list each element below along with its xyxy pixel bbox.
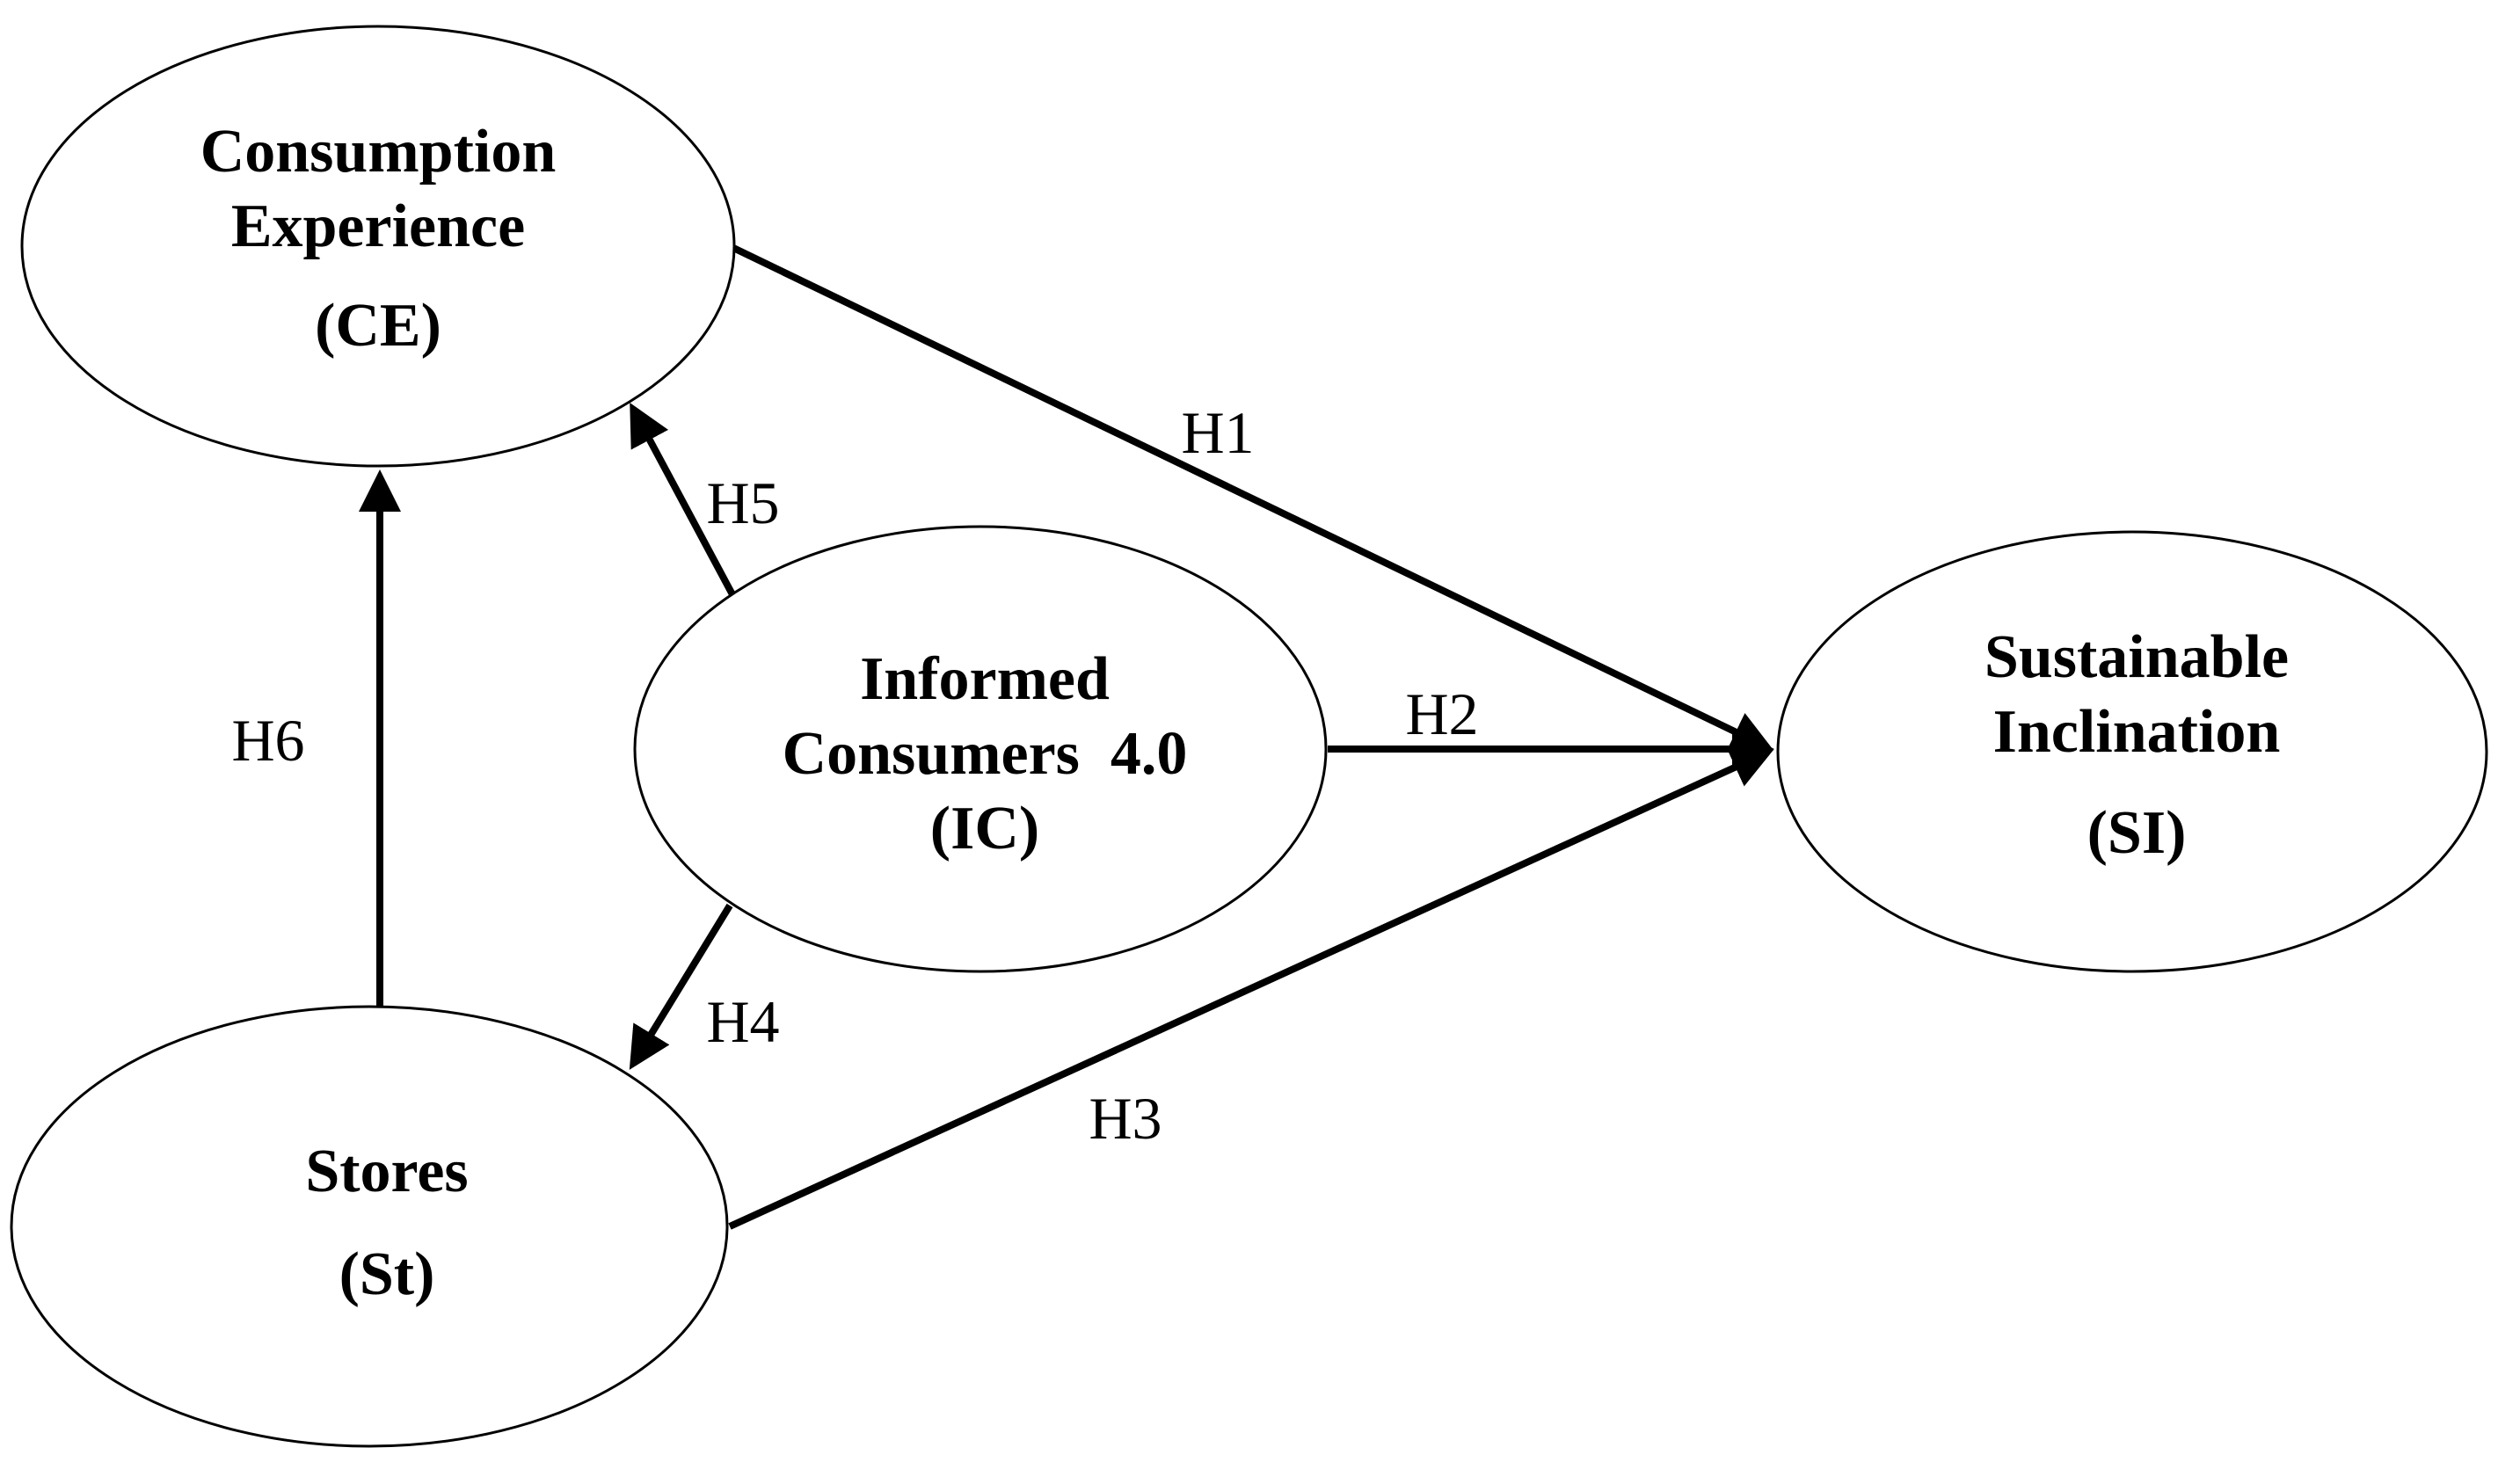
edge-label-h6: H6	[231, 707, 304, 774]
node-label-st-line1: Stores	[305, 1138, 468, 1205]
edge-labels: H1 H2 H3 H4 H5 H6	[231, 399, 1478, 1152]
node-label-si-line2: Inclination	[1993, 698, 2281, 766]
node-stores: Stores (St)	[10, 1005, 729, 1448]
edge-label-h4: H4	[706, 988, 779, 1055]
node-label-st-line2: (St)	[339, 1240, 435, 1308]
node-ellipse-ce	[20, 25, 736, 468]
node-sustainable-inclination: Sustainable Inclination (SI)	[1776, 530, 2488, 973]
node-label-si-line1: Sustainable	[1985, 623, 2289, 691]
edge-h5	[630, 402, 738, 600]
node-ellipse-ic	[633, 525, 1328, 973]
node-label-ce-line3: (CE)	[315, 292, 441, 360]
node-label-ce-line1: Consumption	[200, 118, 557, 186]
node-label-si-line3: (SI)	[2087, 799, 2187, 867]
node-label-ic-line3: (IC)	[930, 795, 1039, 862]
edge-h4	[629, 903, 733, 1070]
node-ellipse-si	[1776, 530, 2488, 973]
edge-h3	[728, 747, 1774, 1230]
node-consumption-experience: Consumption Experience (CE)	[20, 25, 736, 468]
edge-label-h5: H5	[706, 469, 779, 536]
node-informed-consumers: Informed Consumers 4.0 (IC)	[633, 525, 1328, 973]
edges	[359, 243, 1774, 1230]
node-label-ce-line2: Experience	[231, 193, 525, 260]
node-label-ic-line2: Consumers 4.0	[783, 720, 1188, 788]
edge-label-h1: H1	[1181, 399, 1254, 466]
edge-label-h3: H3	[1089, 1085, 1162, 1152]
node-ellipse-st	[10, 1005, 729, 1448]
edge-h1	[728, 243, 1774, 752]
node-label-ic-line1: Informed	[860, 645, 1110, 713]
edge-label-h2: H2	[1405, 680, 1478, 747]
